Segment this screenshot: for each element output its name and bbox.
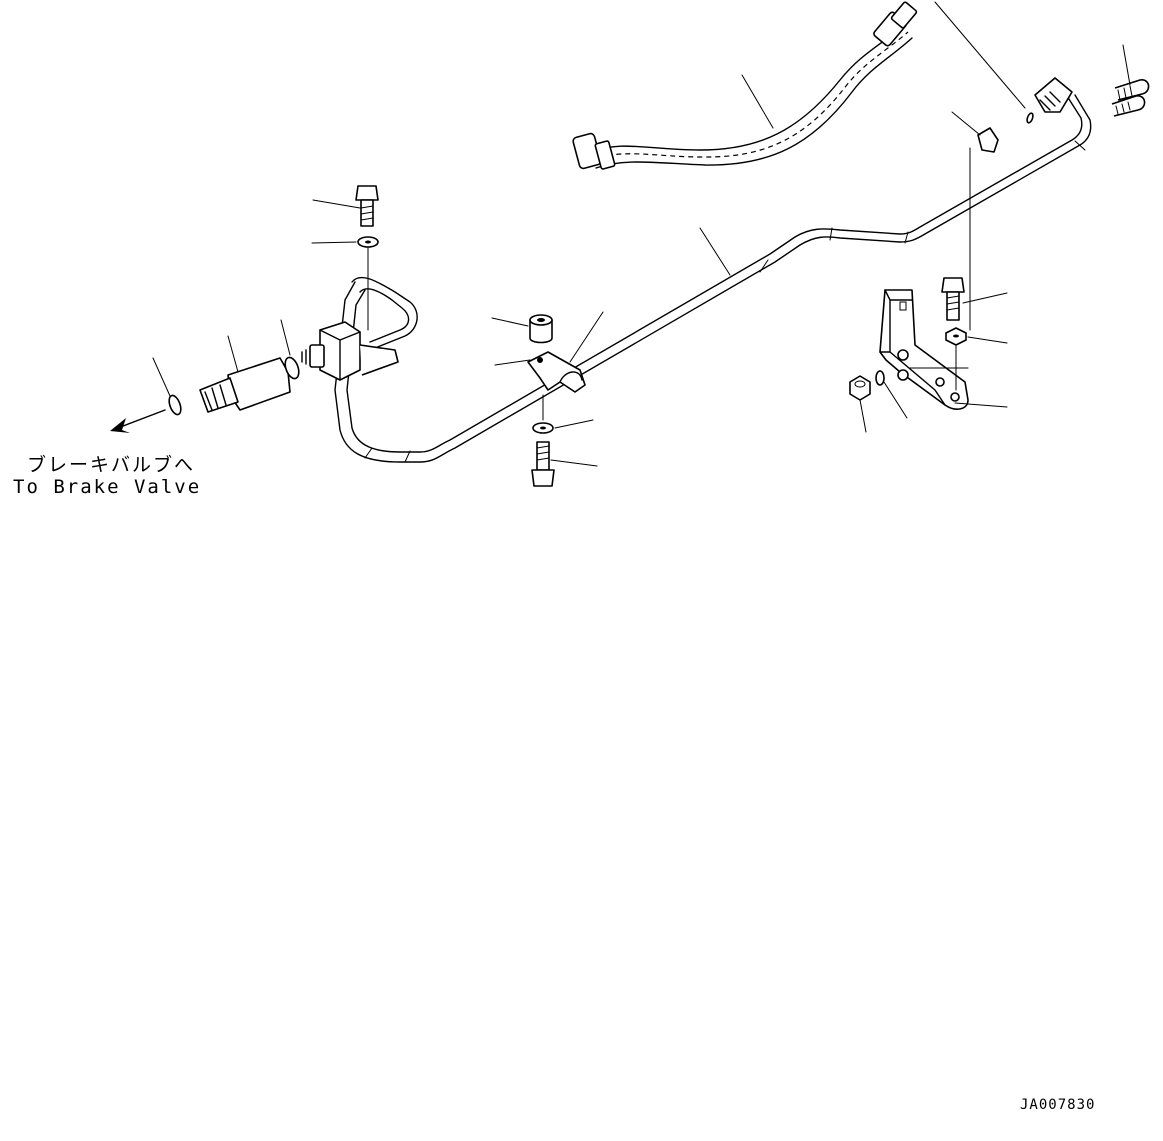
connector-fitting bbox=[199, 335, 291, 413]
bolt-top-left bbox=[312, 185, 379, 227]
spacer bbox=[491, 314, 553, 344]
o-ring-left bbox=[168, 394, 182, 416]
direction-label-english: To Brake Valve bbox=[13, 476, 202, 498]
u-bolt bbox=[1111, 44, 1150, 117]
o-ring-right bbox=[284, 356, 300, 380]
washer-top-left bbox=[311, 236, 379, 331]
tube-clip bbox=[951, 111, 999, 331]
tube-leader bbox=[699, 227, 731, 276]
arrow-icon bbox=[110, 409, 166, 433]
washer-right bbox=[945, 327, 1008, 391]
tube-clamp bbox=[494, 311, 604, 421]
hose-assembly bbox=[572, 1, 918, 170]
mounting-bracket bbox=[879, 289, 1008, 410]
elbow-fitting bbox=[934, 1, 1073, 124]
tube-block bbox=[301, 321, 399, 381]
bolt-middle bbox=[531, 441, 598, 487]
leader-lines-left bbox=[152, 319, 291, 397]
hose-leader bbox=[741, 74, 774, 129]
bolt-right bbox=[941, 277, 1008, 321]
washer-middle bbox=[532, 419, 594, 434]
lock-washer bbox=[875, 370, 908, 419]
nut bbox=[849, 375, 871, 433]
direction-label-japanese: ブレーキバルブへ bbox=[27, 454, 196, 476]
drawing-code: JA007830 bbox=[1020, 1097, 1096, 1113]
